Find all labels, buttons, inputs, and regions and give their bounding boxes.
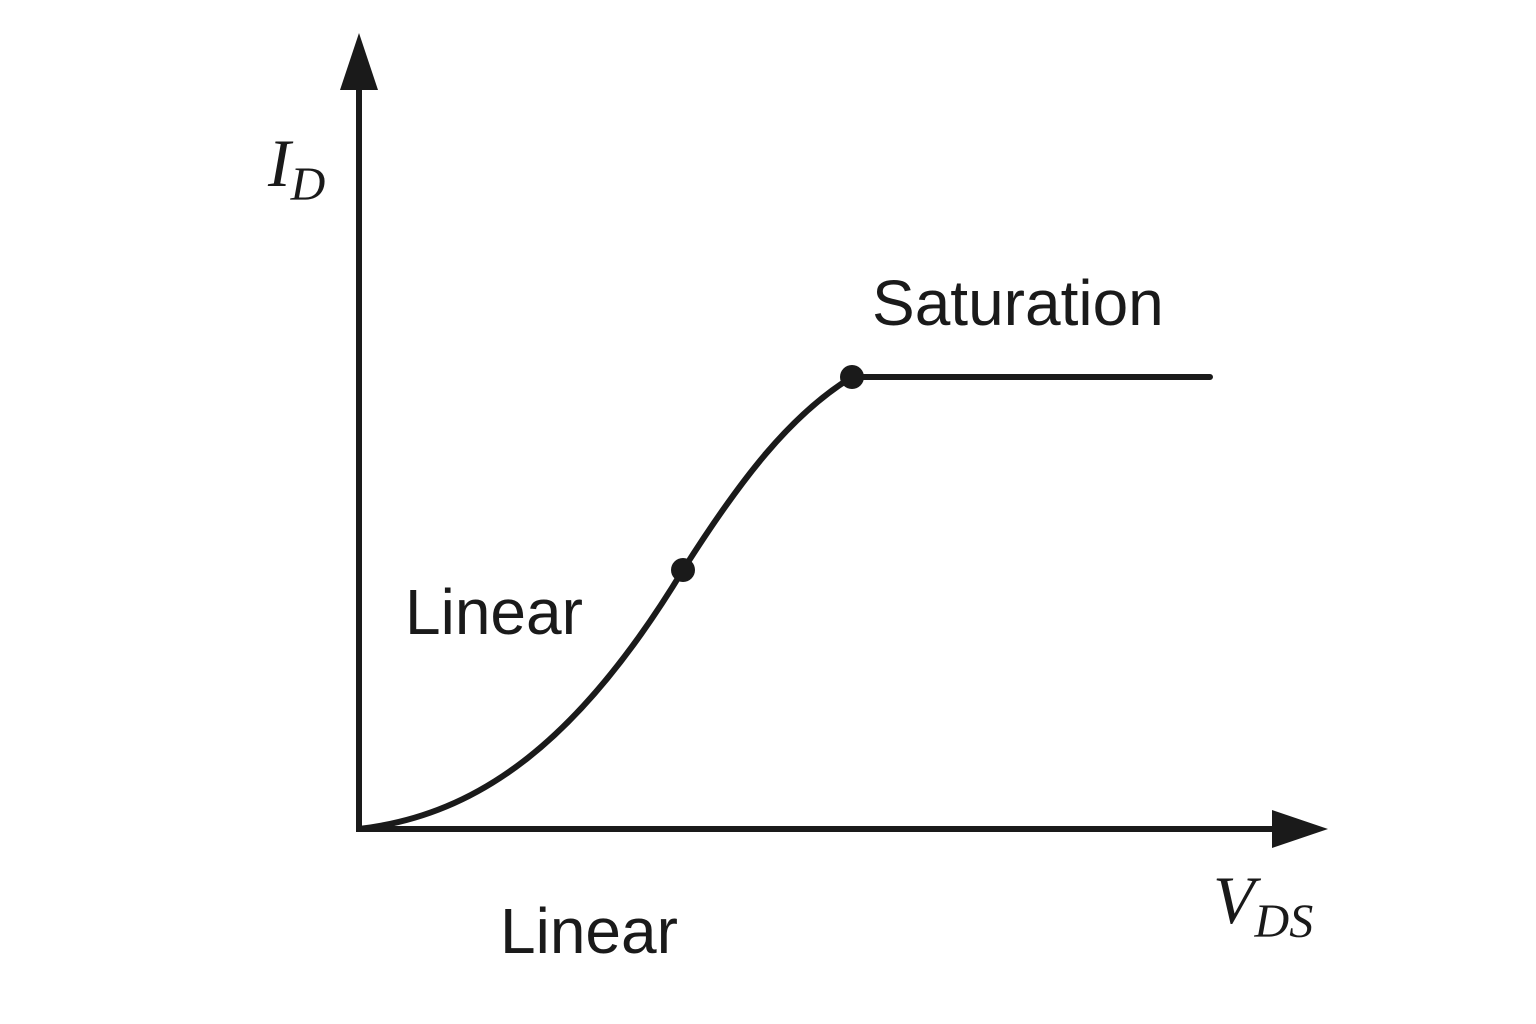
x-axis-label-sub: DS — [1254, 895, 1314, 948]
linear-point-marker — [671, 558, 695, 582]
saturation-label: Saturation — [872, 267, 1164, 339]
linear-curve-label: Linear — [405, 576, 583, 648]
y-axis-label-sub: D — [290, 158, 326, 211]
y-axis-label-main: I — [267, 125, 294, 201]
linear-axis-label: Linear — [500, 895, 678, 967]
y-axis-arrowhead — [340, 33, 378, 90]
y-axis-label: ID — [267, 125, 325, 211]
saturation-point-marker — [840, 365, 864, 389]
x-axis-label: VDS — [1213, 862, 1313, 948]
x-axis-label-main: V — [1213, 862, 1262, 938]
x-axis-arrowhead — [1272, 810, 1328, 848]
drain-current-curve — [356, 374, 1213, 832]
